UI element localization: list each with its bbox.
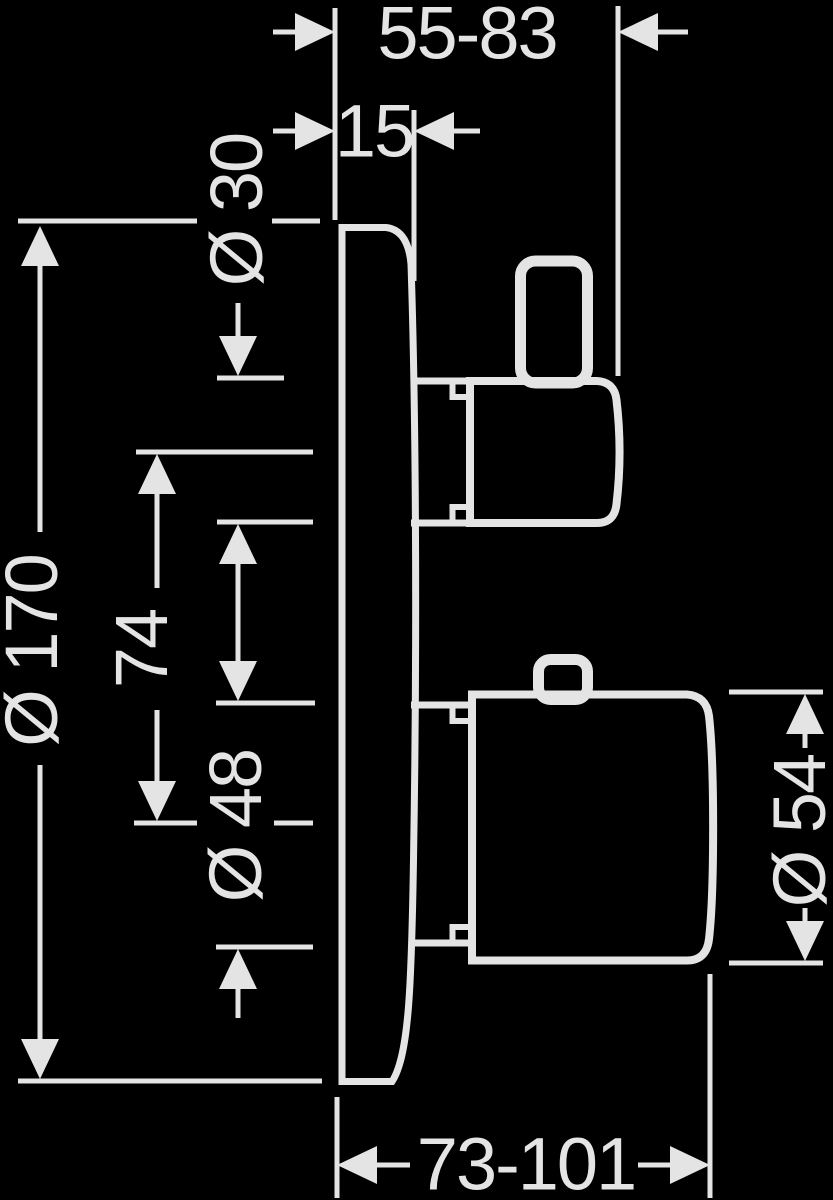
lower-knob-notches bbox=[449, 708, 468, 940]
upper-valve-connector-lines bbox=[411, 377, 470, 527]
upper-valve-body-outline bbox=[466, 377, 624, 527]
dimension-arrowheads bbox=[21, 13, 824, 1184]
lower-knob-body-outline bbox=[468, 690, 718, 965]
lower-knob-connector-lines bbox=[411, 701, 472, 947]
dim-label-escutcheon-diameter: Ø 170 bbox=[0, 555, 73, 747]
lower-knob-tab-outline bbox=[533, 654, 593, 705]
dim-label-lower-knob-diameter: Ø 54 bbox=[758, 754, 833, 908]
dim-label-lower-sleeve-diameter: Ø 48 bbox=[194, 749, 277, 903]
dim-label-upper-valve-diameter: Ø 30 bbox=[195, 133, 278, 287]
dim-label-handle-center-distance: 74 bbox=[100, 609, 183, 689]
dimension-line-shafts bbox=[37, 29, 808, 1168]
dim-label-plate-thickness: 15 bbox=[334, 89, 415, 173]
upper-valve-notches bbox=[449, 384, 466, 520]
extension-lines bbox=[18, 6, 823, 1198]
escutcheon-plate-outline bbox=[338, 224, 420, 1085]
dim-label-bottom-depth-range: 73-101 bbox=[416, 1122, 637, 1200]
dim-label-top-depth-range: 55-83 bbox=[377, 0, 558, 75]
upper-handle-stem-outline bbox=[515, 255, 593, 389]
